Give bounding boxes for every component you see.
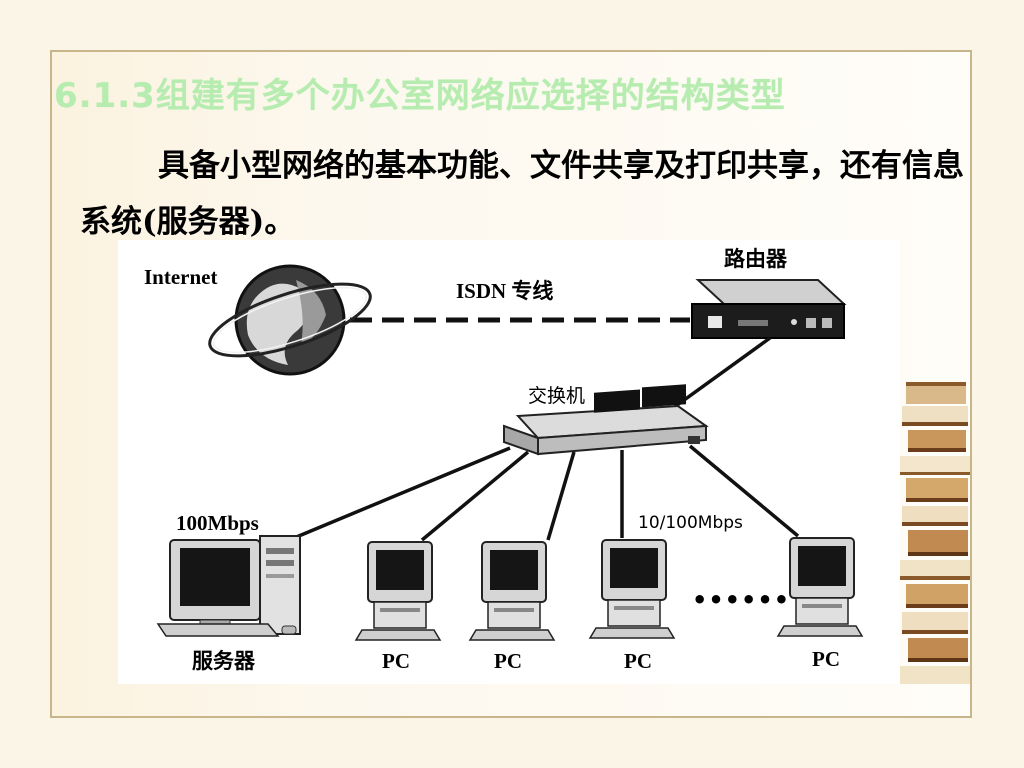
- server-speed-label: 100Mbps: [176, 511, 259, 535]
- pc-speed-label: 10/100Mbps: [638, 513, 743, 533]
- switch-label: 交换机: [528, 385, 585, 407]
- pc-3-computer-icon: [588, 539, 676, 639]
- network-diagram: Internet ISDN 专线 路由器 交换机 100Mbps 10/100M…: [118, 240, 900, 684]
- pc1-link: [420, 450, 530, 542]
- pc-2-label: PC: [494, 649, 522, 673]
- server-label: 服务器: [192, 649, 256, 673]
- book-stack-image: [900, 382, 970, 684]
- pc-4-computer-icon: [776, 537, 864, 637]
- pc-3-label: PC: [624, 649, 652, 673]
- internet-globe-icon: [208, 264, 372, 376]
- server-link: [293, 446, 511, 540]
- pc-2-computer-icon: [468, 541, 556, 641]
- slide-title: 6.1.3组建有多个办公室网络应选择的结构类型: [54, 76, 786, 116]
- isdn-label: ISDN 专线: [456, 279, 553, 303]
- server-computer-icon: [156, 535, 301, 637]
- pc-4-label: PC: [812, 647, 840, 671]
- body-text: 具备小型网络的基本功能、文件共享及打印共享，还有信息系统(服务器)。: [80, 148, 964, 240]
- pc-1-computer-icon: [354, 541, 442, 641]
- pc2-link: [546, 451, 576, 541]
- router-label: 路由器: [724, 247, 788, 271]
- ellipsis-dots: ••••••: [692, 586, 790, 614]
- internet-label: Internet: [144, 265, 217, 289]
- router-icon: [691, 279, 847, 339]
- pc-1-label: PC: [382, 649, 410, 673]
- pc4-link: [688, 444, 800, 538]
- switch-icon: [503, 384, 709, 456]
